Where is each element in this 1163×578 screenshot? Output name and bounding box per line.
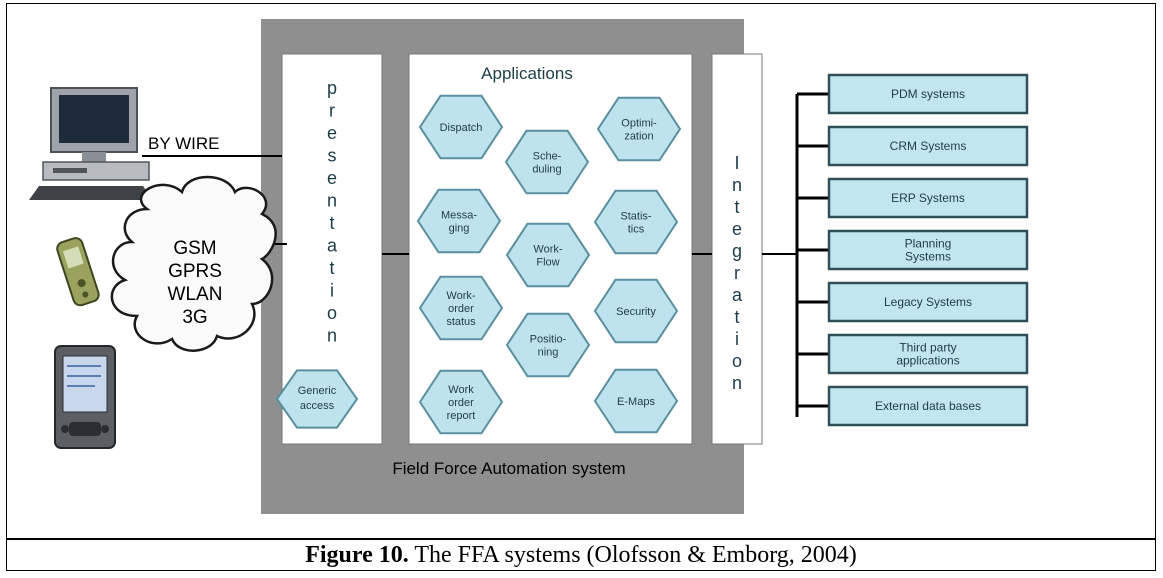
generic-access-module: Generic access xyxy=(275,369,359,429)
external-system-planning-label: Planning xyxy=(905,237,952,251)
module-dispatch-label: Dispatch xyxy=(440,122,483,134)
wireless-label-gprs: GPRS xyxy=(168,261,222,282)
integration-panel xyxy=(711,53,763,445)
module-scheduling-label: duling xyxy=(532,163,561,175)
module-optimization: Optimi-zation xyxy=(596,96,682,162)
mobile-phone-icon xyxy=(56,237,100,307)
wireless-label-3g: 3G xyxy=(182,307,207,328)
external-system-erp-label: ERP Systems xyxy=(891,191,965,205)
module-workorder-status-label: order xyxy=(448,303,474,315)
module-statistics-label: tics xyxy=(628,223,645,235)
generic-access-line-1: Generic xyxy=(298,385,337,397)
module-messaging-label: ging xyxy=(449,222,470,234)
module-optimization-label: Optimi- xyxy=(621,117,657,129)
external-system-third-party-label: Third party xyxy=(899,341,956,355)
module-scheduling-label: Sche- xyxy=(533,150,562,162)
module-workflow-label: Work- xyxy=(533,243,562,255)
module-statistics-label: Statis- xyxy=(620,210,652,222)
external-system-third-party-label: applications xyxy=(896,354,959,368)
module-security: Security xyxy=(593,278,679,344)
external-system-crm: CRM Systems xyxy=(827,125,1029,167)
module-workorder-status-label: Work- xyxy=(446,290,475,302)
module-optimization-label: zation xyxy=(624,130,653,142)
wireless-cloud: GSM GPRS WLAN 3G xyxy=(110,175,277,352)
module-workorder-report-label: Work xyxy=(448,384,474,396)
module-workflow-label: Flow xyxy=(536,256,559,268)
external-system-erp: ERP Systems xyxy=(827,177,1029,219)
caption-text: The FFA systems (Olofsson & Emborg, 2004… xyxy=(408,542,857,568)
external-system-planning-label: Systems xyxy=(905,250,951,264)
external-system-external-db-label: External data bases xyxy=(875,399,981,413)
by-wire-label: BY WIRE xyxy=(148,134,219,153)
module-statistics: Statis-tics xyxy=(593,189,679,255)
figure-caption: Figure 10. The FFA systems (Olofsson & E… xyxy=(6,540,1156,571)
module-messaging-label: Messa- xyxy=(441,209,477,221)
pda-icon xyxy=(54,345,116,449)
module-scheduling: Sche-duling xyxy=(504,129,590,195)
module-dispatch: Dispatch xyxy=(418,94,504,160)
module-messaging: Messa-ging xyxy=(416,188,502,254)
caption-divider xyxy=(6,538,1156,540)
module-security-label: Security xyxy=(616,306,656,318)
wireless-label-wlan: WLAN xyxy=(168,284,223,305)
wireless-label-gsm: GSM xyxy=(173,238,216,259)
module-workorder-report-label: order xyxy=(448,397,474,409)
applications-label: Applications xyxy=(481,64,573,83)
module-workorder-status-label: status xyxy=(446,316,476,328)
module-positioning-label: ning xyxy=(538,346,559,358)
module-emaps-label: E-Maps xyxy=(617,396,655,408)
module-workorder-report-label: report xyxy=(447,410,476,422)
external-system-legacy-label: Legacy Systems xyxy=(884,295,972,309)
module-positioning: Positio-ning xyxy=(505,312,591,378)
external-system-external-db: External data bases xyxy=(827,385,1029,427)
external-system-legacy: Legacy Systems xyxy=(827,281,1029,323)
module-positioning-label: Positio- xyxy=(530,333,567,345)
desktop-computer-icon xyxy=(29,87,153,200)
external-system-pdm: PDM systems xyxy=(827,73,1029,115)
external-system-pdm-label: PDM systems xyxy=(891,87,965,101)
generic-access-line-2: access xyxy=(300,400,335,412)
system-label: Field Force Automation system xyxy=(392,459,625,478)
module-workflow: Work-Flow xyxy=(505,222,591,288)
external-system-crm-label: CRM Systems xyxy=(890,139,967,153)
figure-number: Figure 10. xyxy=(305,542,409,568)
module-emaps: E-Maps xyxy=(593,368,679,434)
